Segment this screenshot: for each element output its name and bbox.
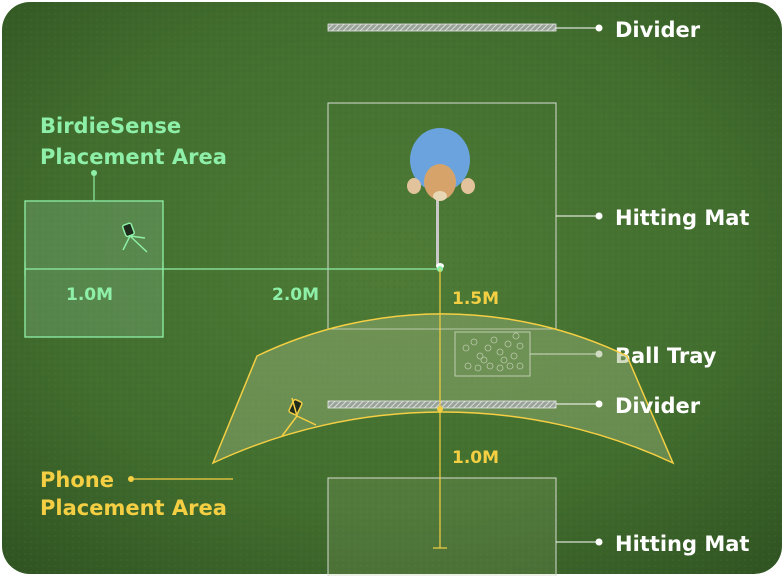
hitting-mat-top-label: Hitting Mat: [615, 206, 749, 230]
divider-top-bar: [327, 23, 557, 32]
hitting-mat-top-dot: [595, 212, 603, 220]
birdiesense-device-icon: [122, 222, 148, 253]
ball-tray-balls: [462, 332, 524, 372]
vertical-dim-mid-dot: [437, 406, 443, 412]
birdiesense-label-line1: BirdieSense: [40, 114, 181, 138]
divider-top-dot: [595, 24, 603, 32]
divider-top-label: Divider: [615, 18, 701, 42]
phone-placement-area: [211, 313, 675, 465]
width-1m-label: 1.0M: [66, 285, 113, 305]
phone-label-line2: Placement Area: [40, 496, 227, 520]
ball-tray-dot: [595, 350, 603, 358]
hitting-mat-bottom-label: Hitting Mat: [615, 532, 749, 556]
distance-1-5m-label: 1.5M: [452, 289, 499, 309]
hitting-mat-bottom: [327, 477, 557, 580]
distance-2m-label: 2.0M: [272, 285, 319, 305]
divider-mid-label: Divider: [615, 394, 701, 418]
golfer-figure: [407, 128, 475, 269]
birdiesense-label-line2: Placement Area: [40, 145, 227, 169]
phone-label-line1: Phone: [40, 468, 114, 492]
hitting-mat-bottom-dot: [595, 538, 603, 546]
ball-tray-label: Ball Tray: [615, 344, 717, 368]
divider-mid-dot: [595, 400, 603, 408]
phone-tripod-icon: [281, 397, 317, 437]
distance-1m-label: 1.0M: [452, 448, 499, 468]
